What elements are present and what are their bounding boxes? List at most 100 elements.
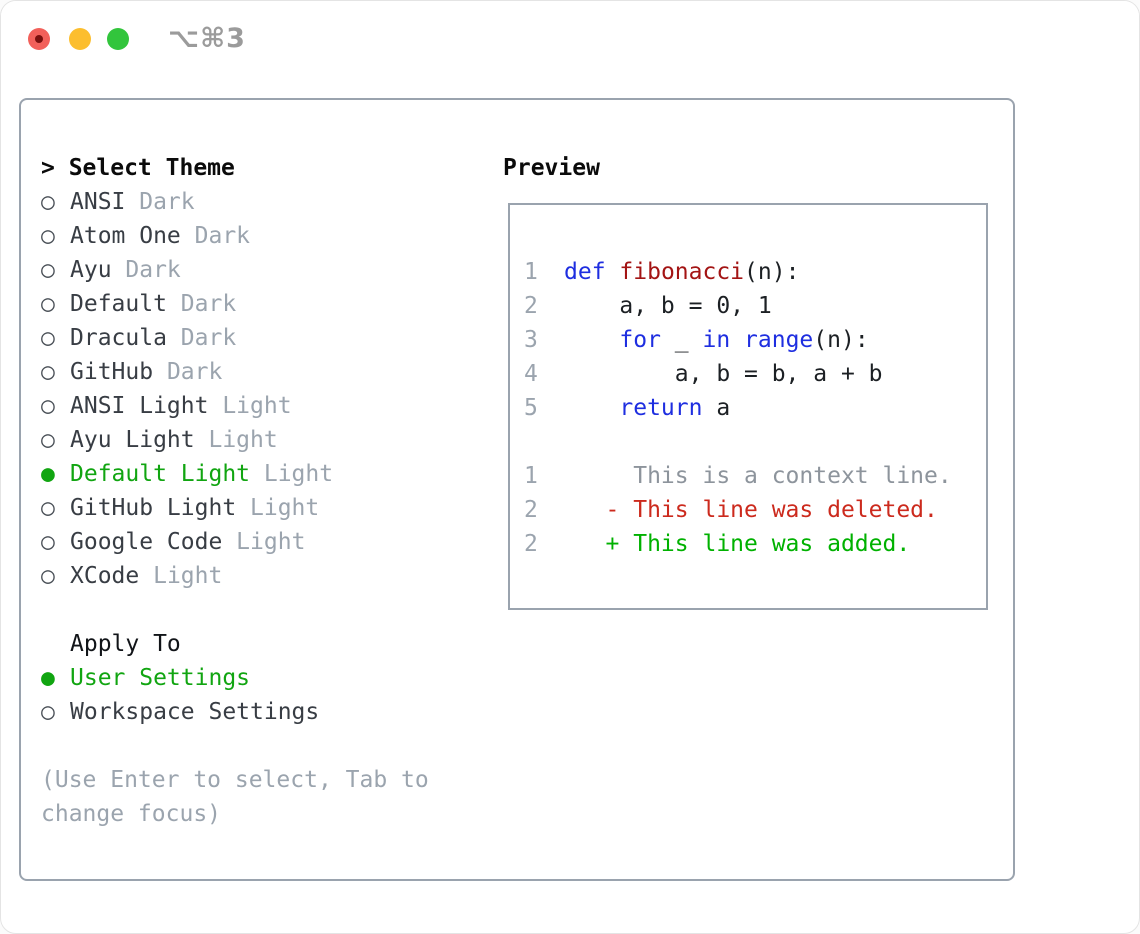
preview-title: Preview xyxy=(503,155,600,181)
theme-variant-label: Light xyxy=(139,563,223,589)
zoom-button[interactable] xyxy=(107,28,129,50)
radio-icon: ○ xyxy=(41,699,55,725)
code-line: 2 - This line was deleted. xyxy=(524,493,986,527)
code-line: 5 return a xyxy=(524,391,986,425)
theme-variant-label: Dark xyxy=(180,223,251,249)
close-dot-icon xyxy=(35,35,43,43)
theme-option-ayu[interactable]: ○ Ayu Dark xyxy=(41,253,429,287)
titlebar: ⌥⌘3 xyxy=(1,1,1139,77)
code-segment-plain: (n): xyxy=(813,327,869,353)
theme-name: GitHub xyxy=(70,359,154,385)
radio-icon: ○ xyxy=(41,427,55,453)
spacer xyxy=(41,729,429,763)
radio-icon: ○ xyxy=(41,189,55,215)
theme-option-ansi[interactable]: ○ ANSI Dark xyxy=(41,185,429,219)
line-number: 5 xyxy=(524,395,538,421)
theme-name: Dracula xyxy=(70,325,167,351)
theme-variant-label: Dark xyxy=(125,189,195,215)
minimize-button[interactable] xyxy=(69,28,91,50)
code-segment-kw: for xyxy=(619,327,661,353)
theme-variant-label: Dark xyxy=(111,257,181,283)
line-number: 2 xyxy=(524,497,538,523)
line-number: 4 xyxy=(524,361,538,387)
code-segment-kw: in xyxy=(702,327,731,353)
radio-icon: ○ xyxy=(41,291,55,317)
radio-icon: ○ xyxy=(41,359,55,385)
theme-list-column: > Select Theme ○ANSI Dark○Atom One Dark○… xyxy=(41,151,429,831)
hint-line: (Use Enter to select, Tab to xyxy=(41,767,429,793)
theme-variant-label: Light xyxy=(250,461,334,487)
code-segment-del: - This line was deleted. xyxy=(564,497,938,523)
theme-option-ayu-light[interactable]: ○Ayu Light Light xyxy=(41,423,429,457)
code-line: 2 a, b = 0, 1 xyxy=(524,289,986,323)
theme-name: Default Light xyxy=(70,461,251,487)
code-segment-plain xyxy=(564,395,619,421)
radio-icon: ● xyxy=(41,461,55,487)
apply-to-list: ● User Settings ○ Workspace Settings xyxy=(41,661,429,729)
code-segment-ctx: This is a context line. xyxy=(564,463,952,489)
theme-variant-label: Dark xyxy=(166,291,237,317)
radio-icon: ○ xyxy=(41,495,55,521)
line-number: 3 xyxy=(524,327,538,353)
spacer xyxy=(41,593,429,627)
radio-icon: ● xyxy=(41,665,55,691)
theme-option-ansi-light[interactable]: ○ANSI Light Light xyxy=(41,389,429,423)
apply-option-label: Workspace Settings xyxy=(70,699,320,725)
theme-variant-label: Light xyxy=(208,393,292,419)
line-number: 2 xyxy=(524,531,538,557)
theme-option-google-code[interactable]: ○Google Code Light xyxy=(41,525,429,559)
theme-option-github[interactable]: ○ GitHub Dark xyxy=(41,355,429,389)
line-number: 2 xyxy=(524,293,538,319)
code-segment-plain xyxy=(606,259,620,285)
theme-selector-panel: > Select Theme ○ANSI Dark○Atom One Dark○… xyxy=(19,98,1015,881)
code-segment-plain: _ xyxy=(660,327,703,353)
theme-name: Ayu Light xyxy=(70,427,195,453)
code-segment-plain: a, b = b, a + b xyxy=(564,361,883,387)
code-line: 4 a, b = b, a + b xyxy=(524,357,986,391)
theme-name: ANSI Light xyxy=(70,393,209,419)
theme-name: Default xyxy=(70,291,167,317)
code-segment-kw: return xyxy=(619,395,703,421)
theme-name: XCode xyxy=(70,563,140,589)
apply-option-label: User Settings xyxy=(70,665,251,691)
radio-icon: ○ xyxy=(41,257,55,283)
theme-name: ANSI xyxy=(70,189,126,215)
theme-variant-label: Dark xyxy=(153,359,223,385)
code-line: 3 for _ in range(n): xyxy=(524,323,986,357)
code-segment-add: + This line was added. xyxy=(564,531,911,557)
theme-variant-label: Dark xyxy=(166,325,237,351)
apply-to-title: Apply To xyxy=(70,631,181,657)
theme-option-default-light[interactable]: ● Default Light Light xyxy=(41,457,429,491)
keyboard-shortcut-label: ⌥⌘3 xyxy=(168,23,246,54)
theme-list: ○ANSI Dark○Atom One Dark○Ayu Dark○Defaul… xyxy=(41,185,429,593)
select-theme-title: > Select Theme xyxy=(41,155,235,181)
radio-icon: ○ xyxy=(41,223,55,249)
theme-name: Ayu xyxy=(70,257,112,283)
code-segment-plain: a xyxy=(702,395,731,421)
code-line xyxy=(524,425,986,459)
theme-option-atom-one[interactable]: ○Atom One Dark xyxy=(41,219,429,253)
radio-icon: ○ xyxy=(41,563,55,589)
close-button[interactable] xyxy=(28,28,50,50)
theme-name: Google Code xyxy=(70,529,223,555)
radio-icon: ○ xyxy=(41,325,55,351)
apply-option-user-settings[interactable]: ● User Settings xyxy=(41,661,429,695)
theme-option-default[interactable]: ○ Default Dark xyxy=(41,287,429,321)
theme-name: GitHub Light xyxy=(70,495,237,521)
code-segment-fn: fibonacci xyxy=(619,259,745,285)
code-line: 2 + This line was added. xyxy=(524,527,986,561)
code-segment-plain: (n): xyxy=(744,259,800,285)
radio-icon: ○ xyxy=(41,529,55,555)
code-segment-kw: def xyxy=(564,259,606,285)
theme-option-xcode[interactable]: ○ XCode Light xyxy=(41,559,429,593)
apply-option-workspace-settings[interactable]: ○ Workspace Settings xyxy=(41,695,429,729)
code-segment-plain xyxy=(564,327,619,353)
theme-option-github-light[interactable]: ○GitHub Light Light xyxy=(41,491,429,525)
theme-option-dracula[interactable]: ○ Dracula Dark xyxy=(41,321,429,355)
line-number: 1 xyxy=(524,463,538,489)
hint-line: change focus) xyxy=(41,801,222,827)
